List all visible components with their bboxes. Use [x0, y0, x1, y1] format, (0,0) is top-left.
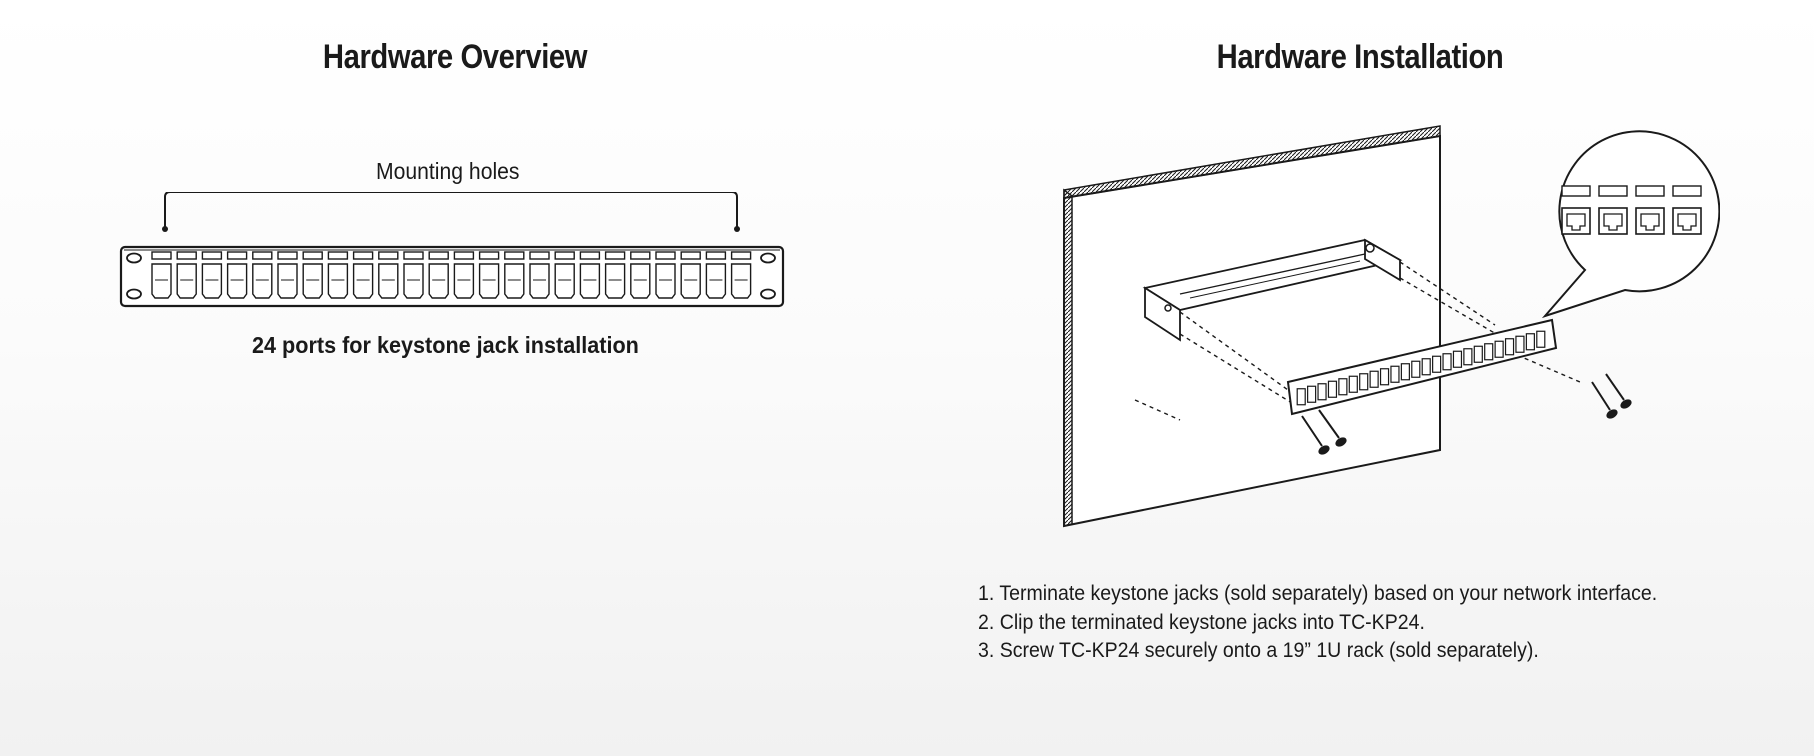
keystone-port	[505, 252, 524, 298]
installed-port	[1308, 386, 1316, 402]
installed-port	[1318, 384, 1326, 400]
installed-port	[1506, 339, 1514, 355]
zoom-port-label-slot	[1636, 186, 1664, 196]
installed-port	[1464, 349, 1472, 365]
keystone-port	[253, 252, 272, 298]
keystone-port	[202, 252, 221, 298]
installed-port	[1328, 381, 1336, 397]
keystone-port	[656, 252, 675, 298]
keystone-port	[454, 252, 473, 298]
keystone-port	[681, 252, 700, 298]
keystone-port	[228, 252, 247, 298]
keystone-port	[631, 252, 650, 298]
mounting-holes-bracket	[165, 192, 737, 228]
zoom-port-label-slot	[1562, 186, 1590, 196]
installed-port	[1339, 379, 1347, 395]
installation-diagram	[1040, 120, 1720, 540]
mounting-hole-bottom-right	[761, 290, 775, 299]
keystone-port	[480, 252, 499, 298]
installed-port	[1474, 346, 1482, 362]
installation-step: 1. Terminate keystone jacks (sold separa…	[978, 580, 1657, 609]
keystone-port	[328, 252, 347, 298]
wall-left-edge	[1064, 190, 1072, 526]
mounting-holes-label: Mounting holes	[376, 158, 520, 185]
installed-port	[1349, 376, 1357, 392]
mounting-hole-top-left	[127, 254, 141, 263]
installed-port	[1433, 356, 1441, 372]
installed-port	[1495, 341, 1503, 357]
screw-group-right	[1592, 374, 1632, 419]
keystone-port	[177, 252, 196, 298]
installed-port	[1516, 336, 1524, 352]
keystone-port	[530, 252, 549, 298]
installed-port	[1537, 331, 1545, 347]
wall-panel	[1064, 136, 1440, 526]
keystone-port	[606, 252, 625, 298]
installed-port	[1422, 359, 1430, 375]
installation-steps: 1. Terminate keystone jacks (sold separa…	[978, 580, 1657, 666]
zoom-port-label-slot	[1599, 186, 1627, 196]
installed-port	[1412, 361, 1420, 377]
keystone-port	[152, 252, 171, 298]
keystone-port	[706, 252, 725, 298]
ports-caption: 24 ports for keystone jack installation	[252, 332, 639, 359]
mounting-hole-bottom-left	[127, 290, 141, 299]
keystone-port	[429, 252, 448, 298]
installation-title: Hardware Installation	[1197, 38, 1524, 77]
keystone-port	[580, 252, 599, 298]
mounting-hole-top-right	[761, 254, 775, 263]
installed-port	[1381, 369, 1389, 385]
installed-port	[1370, 371, 1378, 387]
installation-step: 3. Screw TC-KP24 securely onto a 19” 1U …	[978, 637, 1657, 666]
bracket-end-right	[734, 226, 740, 232]
keystone-port	[379, 252, 398, 298]
installed-port	[1297, 389, 1305, 405]
patch-panel-diagram	[118, 192, 788, 312]
installed-port	[1360, 374, 1368, 390]
keystone-port	[732, 252, 751, 298]
keystone-port	[303, 252, 322, 298]
zoom-port-label-slot	[1673, 186, 1701, 196]
keystone-port	[354, 252, 373, 298]
installed-port	[1443, 354, 1451, 370]
installed-port	[1401, 364, 1409, 380]
overview-title: Hardware Overview	[287, 38, 622, 77]
installation-step: 2. Clip the terminated keystone jacks in…	[978, 609, 1657, 638]
keystone-port	[278, 252, 297, 298]
keystone-port	[404, 252, 423, 298]
bracket-end-left	[162, 226, 168, 232]
installed-port	[1485, 344, 1493, 360]
installed-port	[1526, 334, 1534, 350]
installed-port	[1391, 366, 1399, 382]
installed-port	[1453, 351, 1461, 367]
keystone-port	[555, 252, 574, 298]
